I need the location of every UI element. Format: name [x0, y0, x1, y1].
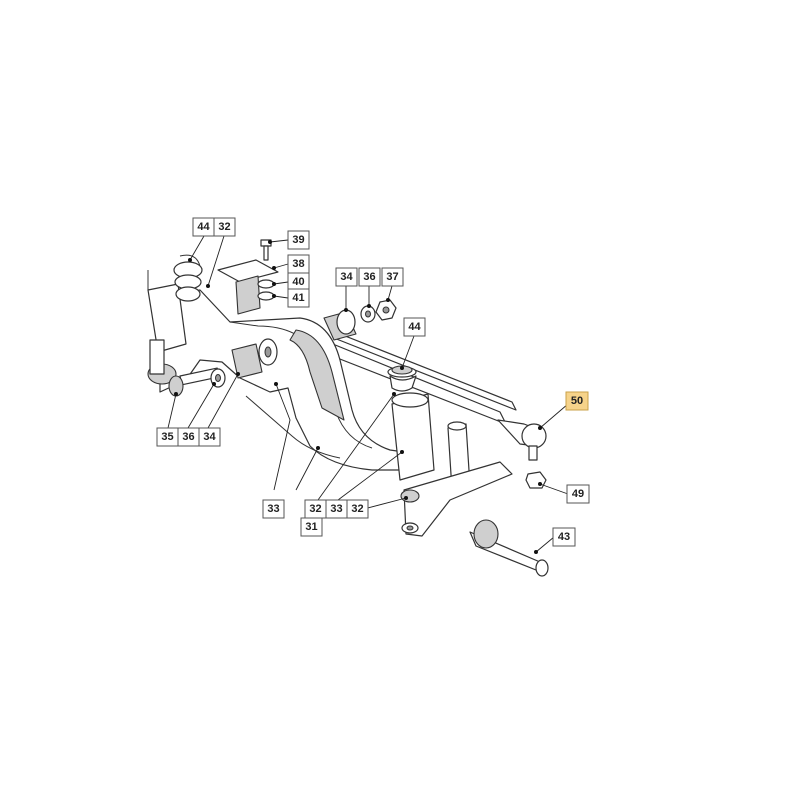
- callout-40: 40: [287, 272, 310, 292]
- callout-41: 41: [287, 288, 310, 308]
- top-bracket-assembly: [217, 239, 279, 315]
- svg-text:34: 34: [340, 271, 353, 283]
- axle-beam: [159, 289, 405, 471]
- svg-text:41: 41: [292, 292, 304, 304]
- svg-text:40: 40: [292, 276, 304, 288]
- callout-38: 38: [287, 254, 310, 274]
- callout-32-right: 32: [346, 499, 369, 519]
- callout-32: 32: [213, 217, 236, 237]
- callout-34-upper: 34: [335, 267, 358, 287]
- svg-text:33: 33: [267, 503, 279, 515]
- leader-lines: [147, 235, 569, 554]
- left-pivot: [147, 254, 203, 385]
- svg-text:35: 35: [161, 431, 173, 443]
- axle-illustration: [147, 239, 549, 577]
- callout-37: 37: [381, 267, 404, 287]
- steering-spindle: [400, 461, 549, 577]
- callout-31: 31: [300, 517, 323, 537]
- callout-35: 35: [156, 427, 179, 447]
- left-bolt-assembly: [168, 338, 278, 397]
- svg-text:31: 31: [305, 521, 317, 533]
- svg-text:32: 32: [309, 503, 321, 515]
- ball-joint: [497, 419, 547, 489]
- callout-36-lower: 36: [177, 427, 200, 447]
- svg-text:37: 37: [386, 271, 398, 283]
- callout-50-highlighted: 50: [565, 391, 589, 411]
- callout-32-mid: 32: [304, 499, 327, 519]
- callout-44-right: 44: [403, 317, 426, 337]
- callout-33-mid: 33: [325, 499, 348, 519]
- svg-text:44: 44: [197, 221, 210, 233]
- callout-49: 49: [566, 484, 590, 504]
- svg-text:36: 36: [182, 431, 194, 443]
- callout-labels: 44 32 39 38 40 41 34 36: [156, 217, 590, 547]
- callout-39: 39: [287, 230, 310, 250]
- svg-text:32: 32: [218, 221, 230, 233]
- callout-44: 44: [192, 217, 215, 237]
- svg-text:43: 43: [558, 531, 570, 543]
- svg-text:44: 44: [408, 321, 421, 333]
- callout-33-left: 33: [262, 499, 285, 519]
- svg-text:38: 38: [292, 258, 304, 270]
- upper-pivot-hardware: [323, 299, 397, 341]
- callout-34-lower: 34: [198, 427, 221, 447]
- svg-text:34: 34: [203, 431, 216, 443]
- svg-text:33: 33: [330, 503, 342, 515]
- callout-36-upper: 36: [358, 267, 381, 287]
- svg-text:36: 36: [363, 271, 375, 283]
- svg-text:32: 32: [351, 503, 363, 515]
- svg-text:49: 49: [572, 488, 584, 500]
- svg-text:50: 50: [571, 395, 583, 407]
- callout-43: 43: [552, 527, 576, 547]
- svg-text:39: 39: [292, 234, 304, 246]
